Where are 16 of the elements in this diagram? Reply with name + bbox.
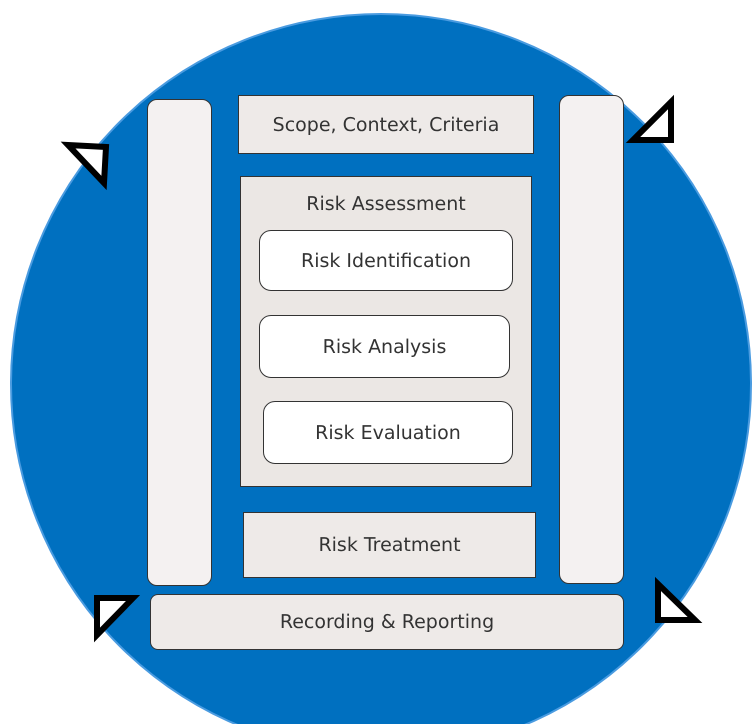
box-label: Risk Identification: [300, 250, 472, 272]
group-panel: [240, 176, 532, 487]
process-box: [263, 401, 513, 464]
box-label: Recording & Reporting: [278, 611, 496, 633]
box-label: Risk Treatment: [317, 534, 462, 556]
process-box: [150, 594, 624, 650]
process-box: [243, 512, 536, 578]
process-box: [259, 315, 510, 378]
box-label: Scope, Context, Criteria: [272, 114, 500, 136]
side-bar: [147, 99, 212, 586]
process-box: [238, 95, 534, 154]
process-box: [259, 230, 513, 291]
box-label: Risk Analysis: [322, 336, 448, 358]
group-title: Risk Assessment: [305, 193, 467, 215]
box-label: Risk Evaluation: [314, 422, 462, 444]
side-bar: [559, 95, 624, 584]
